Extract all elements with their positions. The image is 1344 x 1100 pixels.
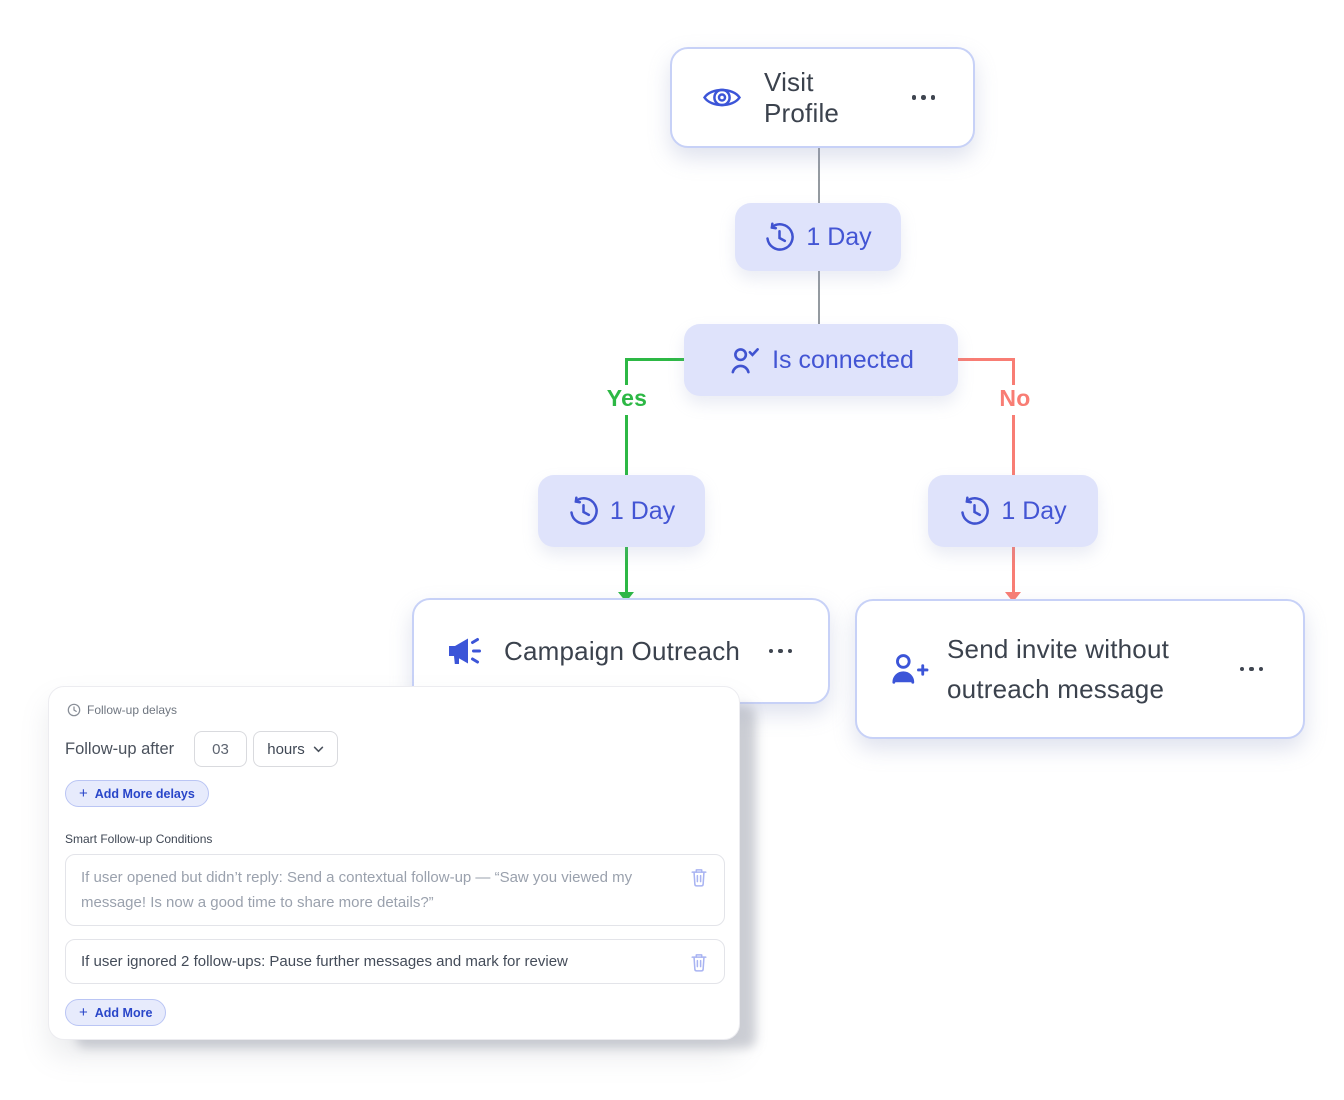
edge-delay-to-condition [818,271,820,325]
delete-condition-button[interactable] [688,865,710,893]
clock-icon [764,221,795,253]
node-visit-profile[interactable]: Visit Profile [670,47,975,148]
delay-unit-select[interactable]: hours [253,731,338,767]
node-delay-1-day-yes[interactable]: 1 Day [538,475,705,547]
node-label: Visit Profile [764,66,840,128]
trash-icon [690,867,708,888]
follow-up-delays-panel: Follow-up delays Follow-up after hours +… [48,686,740,1040]
panel-title: Follow-up delays [87,703,178,717]
clock-icon [67,703,81,717]
node-menu-button[interactable] [768,648,792,654]
edge-no-vertical [1012,415,1015,476]
branch-label-no: No [999,385,1031,411]
node-label: Send invite without outreach message [947,634,1170,704]
condition-text: If user ignored 2 follow-ups: Pause furt… [81,953,568,970]
condition-row[interactable]: If user ignored 2 follow-ups: Pause furt… [65,939,725,984]
arrowhead-no [1005,592,1021,602]
follow-up-after-label: Follow-up after [65,739,175,758]
plus-icon: + [79,785,88,802]
node-label: 1 Day [609,496,676,525]
node-label: 1 Day [806,222,872,251]
eye-icon [702,82,742,113]
add-more-button[interactable]: + Add More [65,999,167,1026]
node-label: Campaign Outreach [504,635,741,666]
delete-condition-button[interactable] [688,950,710,978]
person-add-icon [889,651,929,687]
node-menu-button[interactable] [911,95,935,100]
node-delay-1-day[interactable]: 1 Day [735,203,901,271]
add-more-delays-button[interactable]: + Add More delays [65,780,209,807]
delay-unit-value: hours [267,740,305,758]
clock-icon [568,495,599,527]
node-send-invite[interactable]: Send invite without outreach message [855,599,1305,739]
edge-no-vertical [1012,547,1015,593]
branch-label-yes: Yes [606,385,648,411]
node-delay-1-day-no[interactable]: 1 Day [928,475,1098,547]
condition-text: If user opened but didn’t reply: Send a … [81,869,633,911]
edge-no-horizontal [958,358,1015,361]
trash-icon [690,952,708,973]
megaphone-icon [446,635,482,667]
follow-up-after-row: Follow-up after hours [65,731,723,767]
node-is-connected[interactable]: Is connected [684,324,958,396]
delay-value-input[interactable] [194,731,247,767]
edge-yes-horizontal [626,358,686,361]
person-check-icon [728,344,761,377]
panel-header: Follow-up delays [67,703,723,717]
node-menu-button[interactable] [1239,666,1263,672]
plus-icon: + [79,1004,88,1021]
arrowhead-yes [618,592,634,602]
edge-yes-vertical [625,358,628,385]
edge-yes-vertical [625,415,628,476]
node-label: 1 Day [1001,496,1067,525]
edge-no-vertical [1012,358,1015,385]
clock-icon [959,495,990,527]
smart-conditions-label: Smart Follow-up Conditions [65,832,213,846]
node-label: Is connected [772,345,914,374]
condition-row[interactable]: If user opened but didn’t reply: Send a … [65,854,725,926]
edge-yes-vertical [625,547,628,593]
edge-visit-to-delay [818,148,820,204]
chevron-down-icon [313,746,324,753]
